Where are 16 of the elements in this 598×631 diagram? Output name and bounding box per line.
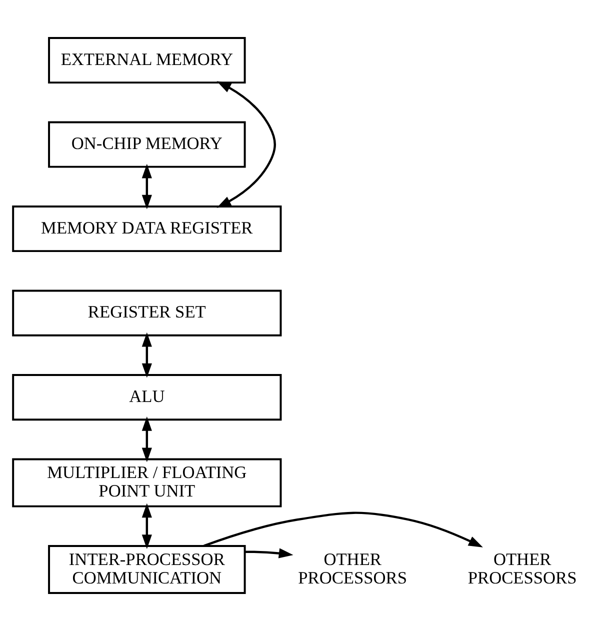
node-box: EXTERNAL MEMORY bbox=[48, 36, 246, 84]
node-box: MULTIPLIER / FLOATING POINT UNIT bbox=[12, 458, 282, 508]
node-box: ALU bbox=[12, 374, 282, 421]
node-box: REGISTER SET bbox=[12, 290, 282, 336]
arrow bbox=[142, 503, 152, 549]
node-box: INTER-PROCESSOR COMMUNICATION bbox=[48, 544, 246, 594]
node-text: OTHER PROCESSORS bbox=[468, 550, 577, 588]
arrow bbox=[142, 164, 152, 210]
arrow bbox=[244, 548, 294, 558]
arrow bbox=[204, 512, 483, 548]
arrow bbox=[142, 332, 152, 378]
node-box: MEMORY DATA REGISTER bbox=[12, 205, 282, 252]
arrow bbox=[216, 81, 276, 208]
node-box: ON-CHIP MEMORY bbox=[48, 121, 246, 168]
arrow bbox=[142, 416, 152, 462]
node-text: OTHER PROCESSORS bbox=[298, 550, 408, 588]
